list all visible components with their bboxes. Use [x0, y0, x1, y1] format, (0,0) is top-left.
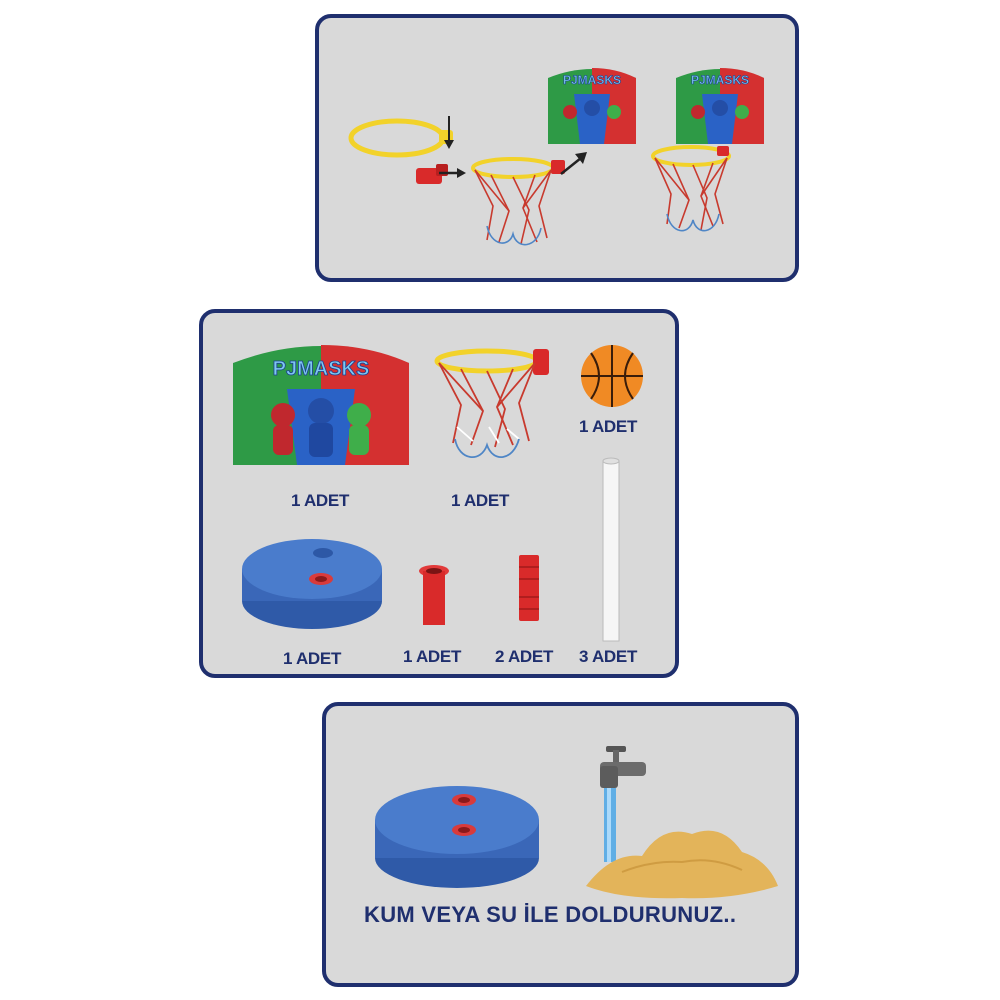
hoop-quantity: 1 ADET	[451, 491, 510, 510]
arrow-down-icon	[444, 116, 454, 149]
adapter-quantity: 1 ADET	[403, 647, 462, 666]
water-base-illustration	[375, 786, 539, 888]
ball-quantity: 1 ADET	[579, 417, 638, 436]
connector-illustration	[519, 555, 539, 621]
assembled-hoop-illustration	[651, 145, 731, 232]
hoop-ring-illustration	[348, 118, 453, 158]
backboard-quantity: 1 ADET	[291, 491, 350, 510]
pjmasks-logo: PJMASKS	[273, 358, 370, 380]
arrow-right-icon	[439, 168, 466, 178]
backboard-illustration: PJMASKS	[233, 345, 409, 465]
fill-instruction-caption: KUM VEYA SU İLE DOLDURUNUZ..	[364, 902, 737, 927]
assembled-backboard-illustration: PJMASKS	[676, 68, 764, 144]
faucet-icon	[600, 746, 646, 862]
basketball-illustration	[581, 345, 643, 407]
assembly-steps-panel: PJMASKS PJMASKS	[315, 14, 799, 282]
fill-instruction-panel: KUM VEYA SU İLE DOLDURUNUZ..	[322, 702, 799, 987]
pole-illustration	[602, 457, 620, 642]
connector-quantity: 2 ADET	[495, 647, 554, 666]
backboard-illustration: PJMASKS	[548, 68, 636, 144]
hoop-with-net-illustration	[434, 348, 549, 458]
pjmasks-logo: PJMASKS	[563, 73, 621, 87]
arrow-up-right-icon	[560, 152, 587, 175]
hoop-with-net-illustration	[471, 157, 565, 246]
pjmasks-logo: PJMASKS	[691, 73, 749, 87]
base-quantity: 1 ADET	[283, 649, 342, 668]
sand-pile-illustration	[586, 830, 778, 899]
pole-quantity: 3 ADET	[579, 647, 638, 666]
parts-list-panel: PJMASKS 1 ADET 1 ADET 1 ADET 3 ADET	[199, 309, 679, 678]
pole-adapter-illustration	[419, 565, 449, 625]
water-base-illustration	[242, 539, 382, 629]
